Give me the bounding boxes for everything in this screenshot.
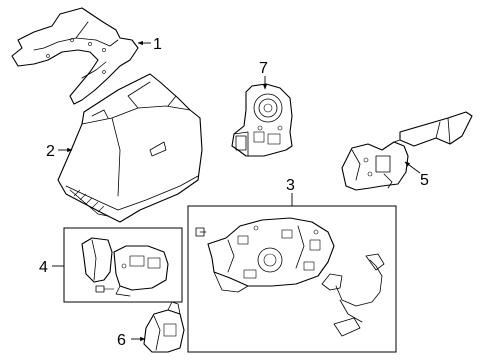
clock-spring	[231, 83, 293, 157]
callout-7: 7	[259, 60, 268, 77]
callout-3: 3	[286, 177, 295, 194]
callout-1: 1	[153, 36, 162, 53]
small-switch	[143, 301, 185, 353]
combination-switch	[195, 217, 385, 337]
callout-2: 2	[46, 143, 55, 160]
lower-column-cover	[57, 73, 203, 223]
assembly-box-4	[63, 227, 183, 303]
upper-column-cover	[11, 7, 139, 105]
leader-5	[404, 161, 421, 174]
lighting-switch	[81, 237, 169, 297]
callout-5: 5	[420, 172, 429, 189]
wiper-switch	[341, 111, 473, 191]
callout-6: 6	[117, 332, 126, 349]
callout-4: 4	[39, 259, 48, 276]
